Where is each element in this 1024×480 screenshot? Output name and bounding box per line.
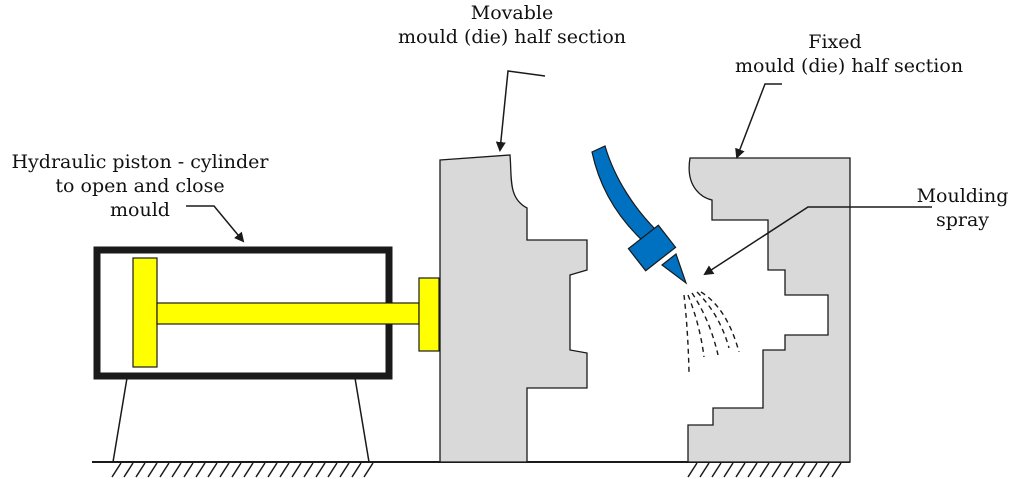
ground-hatch-stroke <box>339 462 350 478</box>
piston-head <box>132 257 158 368</box>
ground <box>92 461 850 478</box>
cylinder-legs <box>112 377 370 463</box>
ground-hatch-stroke <box>123 462 134 478</box>
label-hydraulic-line-3: mould <box>110 199 170 221</box>
leader-lines <box>186 70 932 276</box>
ground-hatch-stroke <box>219 462 230 478</box>
leader-movable <box>495 70 546 152</box>
ground-hatch-stroke <box>231 462 242 478</box>
ground-hatch-stroke <box>699 462 710 478</box>
ground-hatch-stroke <box>255 462 266 478</box>
ground-hatch-stroke <box>207 462 218 478</box>
label-spray-line-1: Moulding <box>916 185 1009 207</box>
ground-hatch-stroke <box>111 462 122 478</box>
moulding-spray-droplets <box>683 291 740 373</box>
ground-hatch-stroke <box>819 462 830 478</box>
nozzle-body <box>627 224 677 272</box>
label-fixed-mould: Fixed mould (die) half section <box>735 30 964 78</box>
label-fixed-line-2: mould (die) half section <box>735 55 964 77</box>
ground-hatch-stroke <box>747 462 758 478</box>
ground-hatch-stroke <box>735 462 746 478</box>
fixed-mould-half <box>687 157 851 463</box>
ground-hatch-stroke <box>711 462 722 478</box>
ground-hatch-stroke <box>327 462 338 478</box>
label-hydraulic-line-2: to open and close <box>55 175 225 197</box>
ground-hatch-stroke <box>771 462 782 478</box>
ground-hatch-stroke <box>159 462 170 478</box>
ground-hatch-stroke <box>195 462 206 478</box>
ground-hatch-stroke <box>279 462 290 478</box>
hydraulic-piston <box>132 257 440 368</box>
ground-hatch-stroke <box>759 462 770 478</box>
ground-hatching <box>111 462 842 478</box>
leader-fixed <box>735 83 782 159</box>
label-movable-line-1: Movable <box>470 2 554 24</box>
ground-hatch-stroke <box>243 462 254 478</box>
nozzle-tip <box>661 253 688 285</box>
ground-hatch-stroke <box>363 462 374 478</box>
ground-hatch-stroke <box>315 462 326 478</box>
label-movable-line-2: mould (die) half section <box>397 26 627 48</box>
piston-rod <box>156 302 420 325</box>
ground-hatch-stroke <box>795 462 806 478</box>
label-hydraulic-cylinder: Hydraulic piston - cylinder to open and … <box>0 150 280 222</box>
label-movable-mould: Movable mould (die) half section <box>372 1 652 49</box>
ground-hatch-stroke <box>687 462 698 478</box>
label-moulding-spray: Moulding spray <box>905 184 1020 232</box>
ground-hatch-stroke <box>783 462 794 478</box>
movable-mould-half <box>439 154 588 463</box>
piston-plate <box>418 277 440 352</box>
label-hydraulic-line-1: Hydraulic piston - cylinder <box>11 151 269 173</box>
ground-hatch-stroke <box>267 462 278 478</box>
nozzle-hose <box>591 145 657 244</box>
ground-hatch-stroke <box>147 462 158 478</box>
label-spray-line-2: spray <box>935 209 990 231</box>
ground-hatch-stroke <box>831 462 842 478</box>
leader-hydraulic <box>186 205 245 243</box>
ground-hatch-stroke <box>171 462 182 478</box>
ground-hatch-stroke <box>351 462 362 478</box>
label-fixed-line-1: Fixed <box>808 31 862 53</box>
ground-hatch-stroke <box>303 462 314 478</box>
ground-hatch-stroke <box>291 462 302 478</box>
ground-hatch-stroke <box>135 462 146 478</box>
ground-hatch-stroke <box>807 462 818 478</box>
ground-hatch-stroke <box>723 462 734 478</box>
ground-hatch-stroke <box>183 462 194 478</box>
leader-spray <box>703 206 932 276</box>
